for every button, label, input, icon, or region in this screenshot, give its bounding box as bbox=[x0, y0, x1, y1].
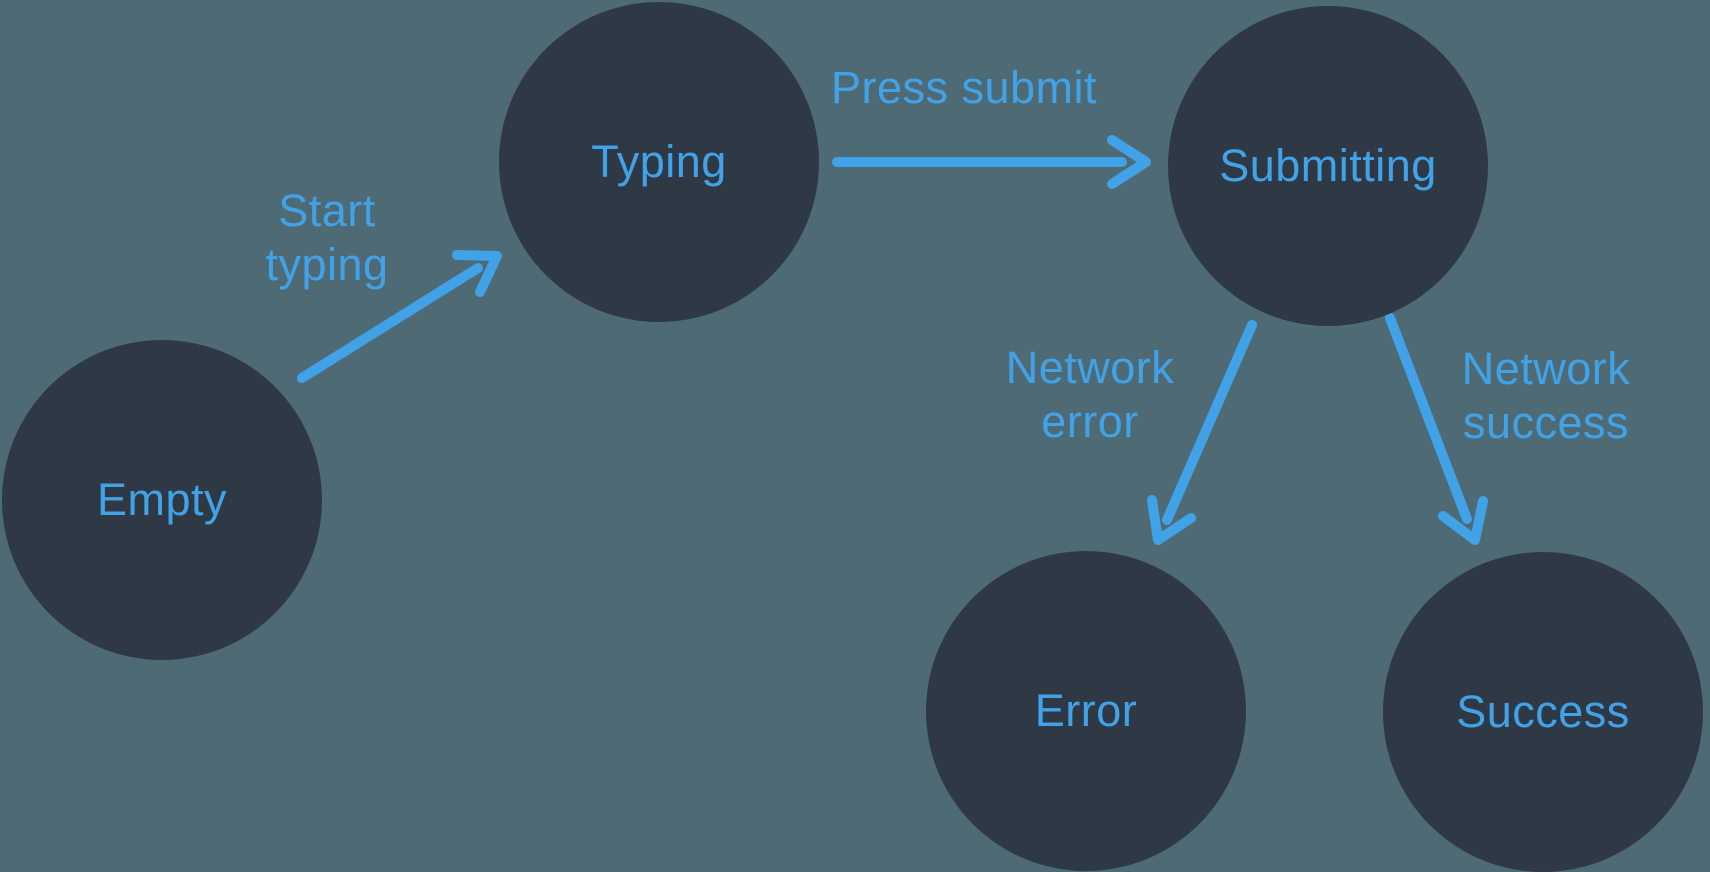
state-node-submitting: Submitting bbox=[1168, 6, 1488, 326]
edge-arrow-start-typing bbox=[297, 250, 502, 383]
edge-label-start-typing: Start typing bbox=[265, 185, 389, 290]
state-node-label: Error bbox=[1034, 685, 1138, 736]
edge-label-network-error: Network error bbox=[1005, 342, 1175, 447]
arrowhead-icon bbox=[1438, 496, 1488, 545]
edge-arrow-network-success bbox=[1385, 313, 1488, 545]
arrow-shaft bbox=[1385, 313, 1472, 524]
state-node-success: Success bbox=[1383, 552, 1703, 872]
state-node-label: Success bbox=[1456, 686, 1630, 737]
state-node-label: Submitting bbox=[1219, 140, 1437, 191]
state-node-label: Typing bbox=[591, 136, 727, 187]
state-node-label: Empty bbox=[96, 474, 228, 525]
state-node-typing: Typing bbox=[499, 2, 819, 322]
arrowhead-icon bbox=[452, 250, 502, 297]
arrowhead-icon bbox=[1147, 495, 1196, 545]
arrow-shaft bbox=[297, 263, 483, 383]
edge-label-network-success: Network success bbox=[1461, 343, 1631, 448]
arrowhead-icon bbox=[1107, 135, 1151, 189]
edge-label-press-submit: Press submit bbox=[830, 62, 1098, 113]
edge-arrow-network-error bbox=[1147, 320, 1257, 545]
state-node-empty: Empty bbox=[2, 340, 322, 660]
edge-arrow-press-submit bbox=[832, 135, 1151, 189]
arrow-shaft bbox=[1162, 320, 1257, 525]
state-node-error: Error bbox=[926, 551, 1246, 871]
